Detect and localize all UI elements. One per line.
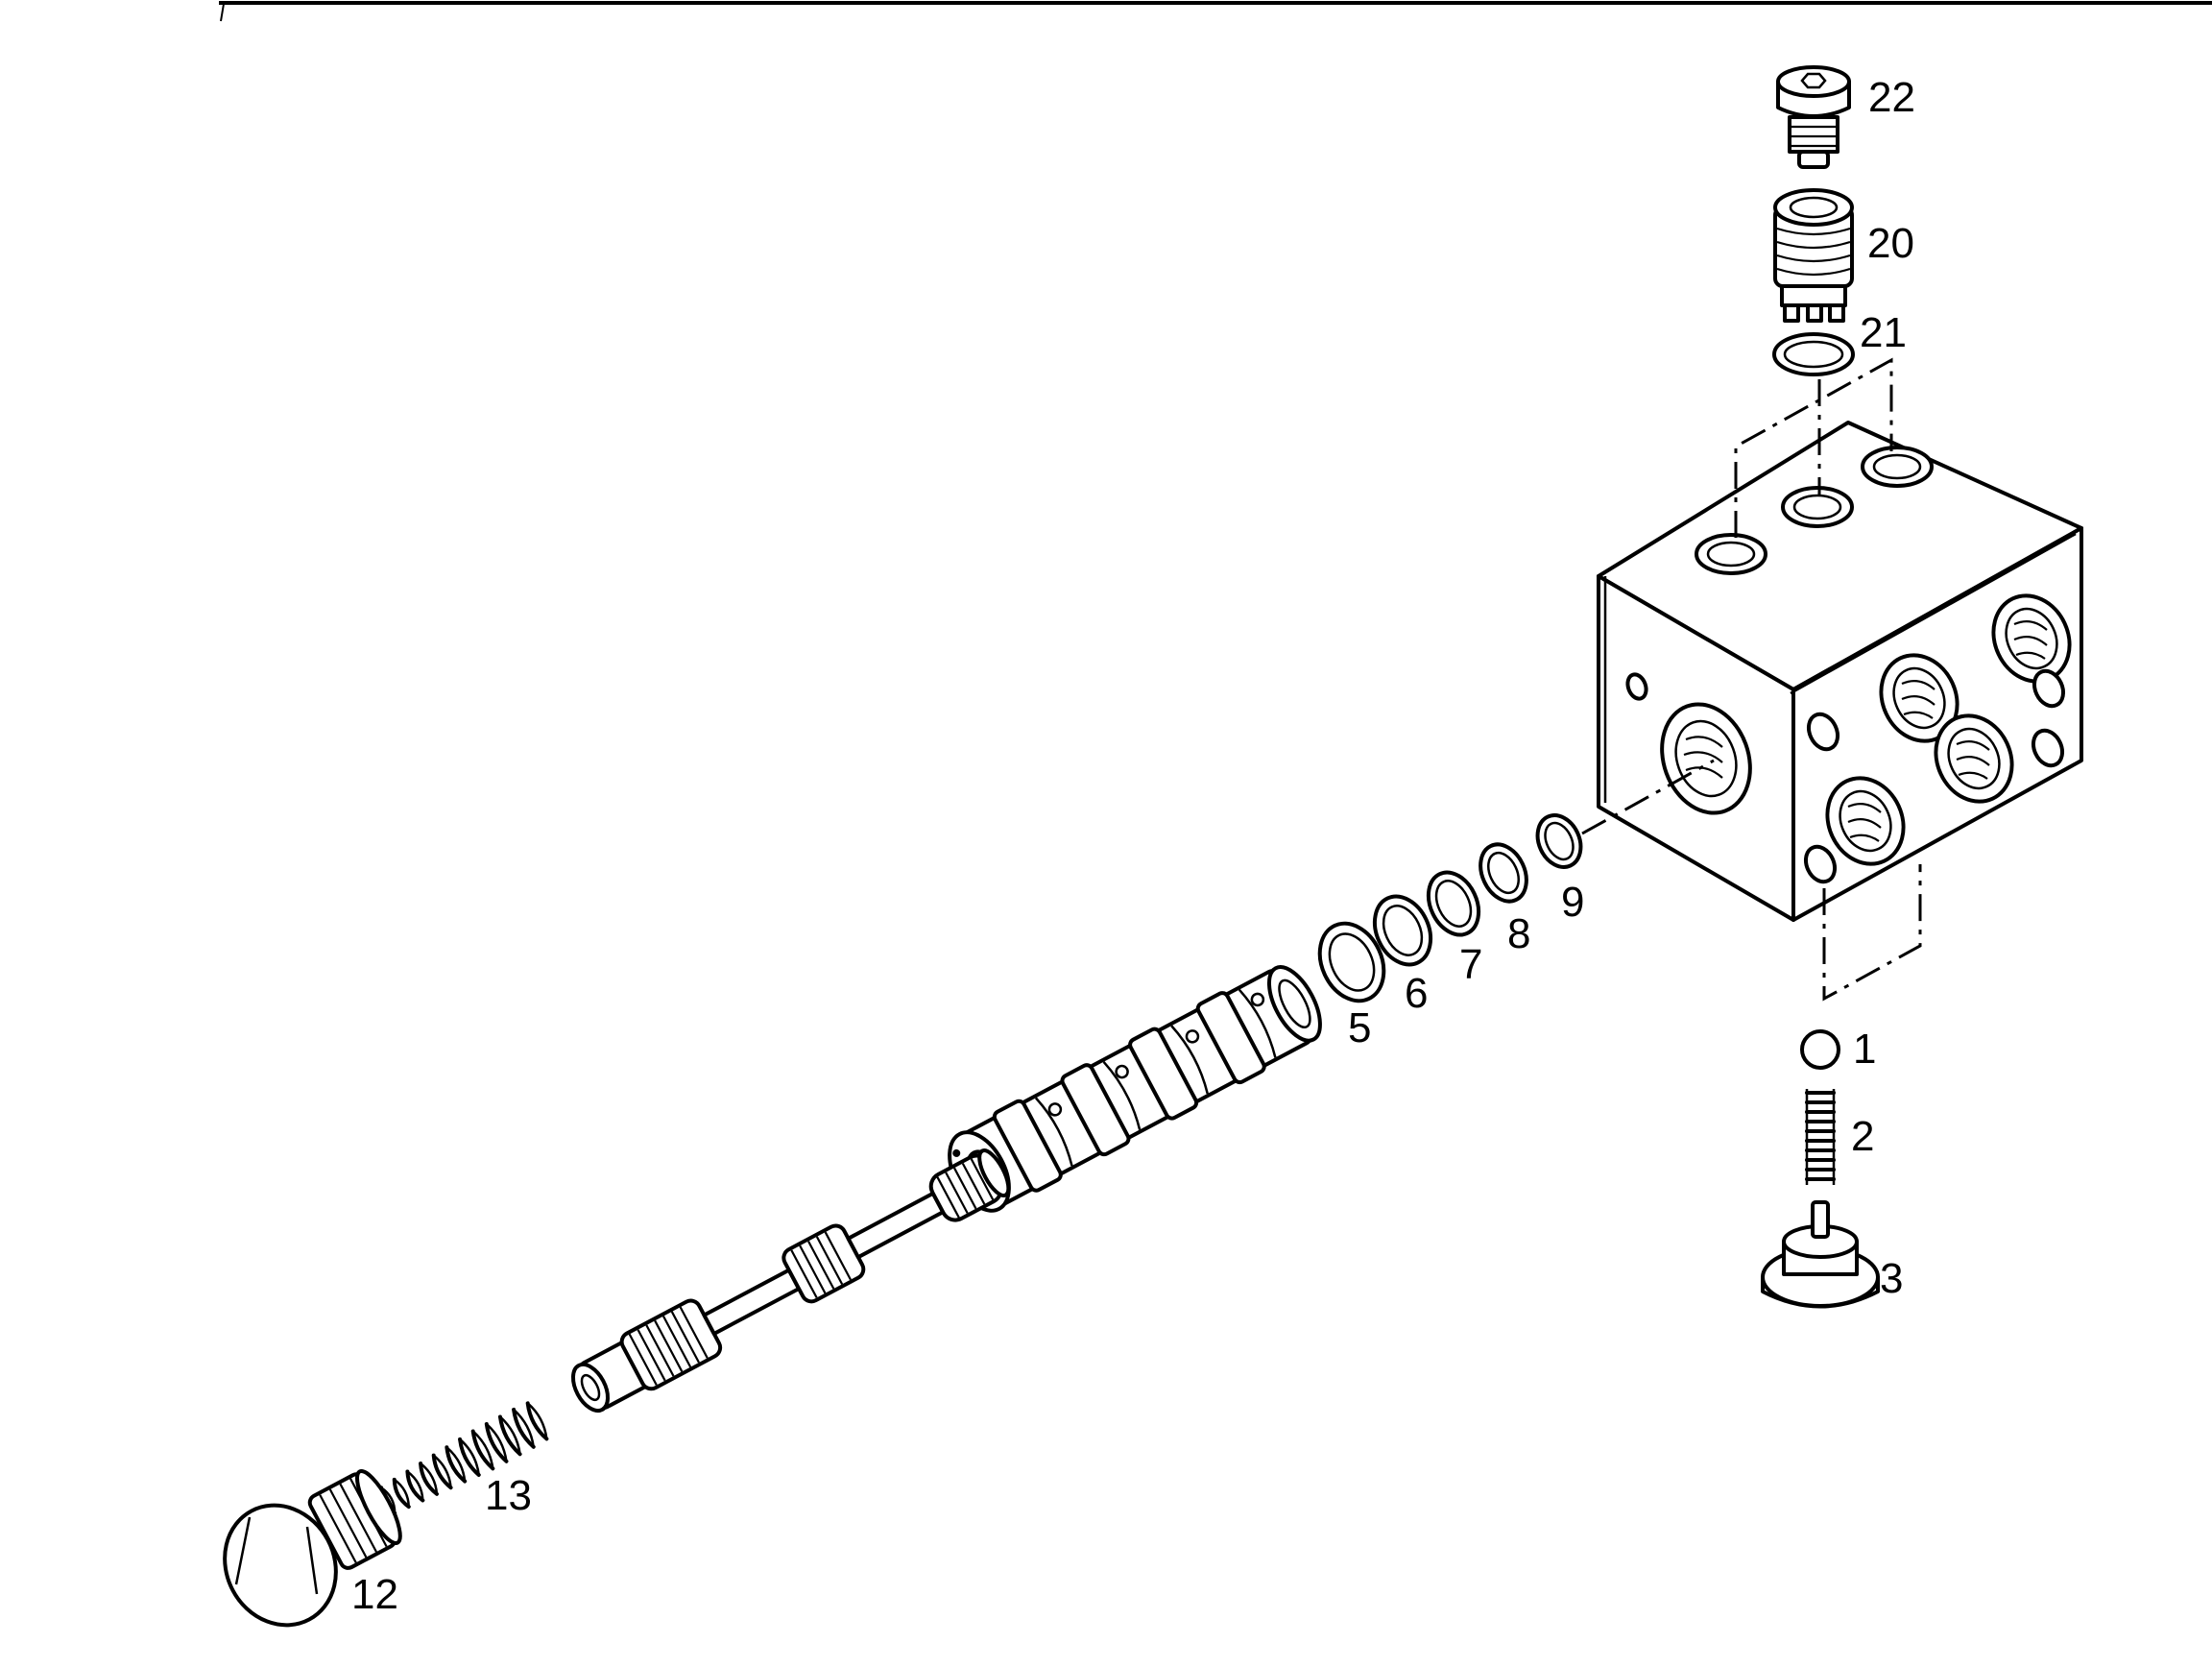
callout-22: 22 <box>1868 74 1915 121</box>
face-port <box>1825 776 1906 866</box>
valve-insert-part-20 <box>1773 188 1854 323</box>
valve-block <box>1597 421 2083 922</box>
small-bore <box>1625 672 1648 701</box>
callout-13: 13 <box>485 1472 532 1519</box>
callout-8: 8 <box>1507 910 1530 957</box>
callout-21: 21 <box>1860 309 1907 356</box>
callout-2: 2 <box>1851 1113 1874 1160</box>
callout-3: 3 <box>1880 1255 1903 1302</box>
callout-9: 9 <box>1561 879 1584 926</box>
screw-plug-part-12 <box>223 1468 402 1628</box>
corner-tick <box>220 3 225 22</box>
ring-part-6 <box>1372 894 1433 967</box>
callout-12: 12 <box>351 1571 398 1618</box>
small-bore <box>2031 728 2065 768</box>
small-bore <box>2032 668 2066 709</box>
ring-part-9 <box>1535 813 1583 869</box>
plug-part-22 <box>1776 65 1851 169</box>
top-port <box>1695 533 1767 575</box>
assembly-lines <box>1581 357 1922 1002</box>
spool <box>570 1148 1011 1413</box>
ring-part-8 <box>1479 842 1528 904</box>
callout-7: 7 <box>1459 941 1482 988</box>
callout-labels: 1 2 3 5 6 7 8 9 12 13 20 21 22 <box>351 74 1915 1618</box>
face-port <box>1934 713 2014 804</box>
ball-part-1 <box>1800 1029 1840 1070</box>
small-bore <box>1806 712 1840 752</box>
ring-part-7 <box>1426 870 1481 937</box>
top-port <box>1861 446 1934 488</box>
small-bore <box>1803 844 1838 884</box>
face-port <box>1991 593 2072 684</box>
plug-part-3 <box>1761 1200 1880 1309</box>
ring-part-5 <box>1317 921 1386 1003</box>
callout-6: 6 <box>1405 970 1428 1017</box>
spring-part-2 <box>1805 1089 1836 1187</box>
main-bore <box>1660 702 1752 815</box>
face-port <box>1879 653 1960 743</box>
callout-20: 20 <box>1867 220 1914 267</box>
callout-1: 1 <box>1853 1026 1876 1073</box>
o-ring-part-21 <box>1772 332 1855 376</box>
callout-5: 5 <box>1348 1004 1371 1051</box>
top-port <box>1781 486 1854 528</box>
